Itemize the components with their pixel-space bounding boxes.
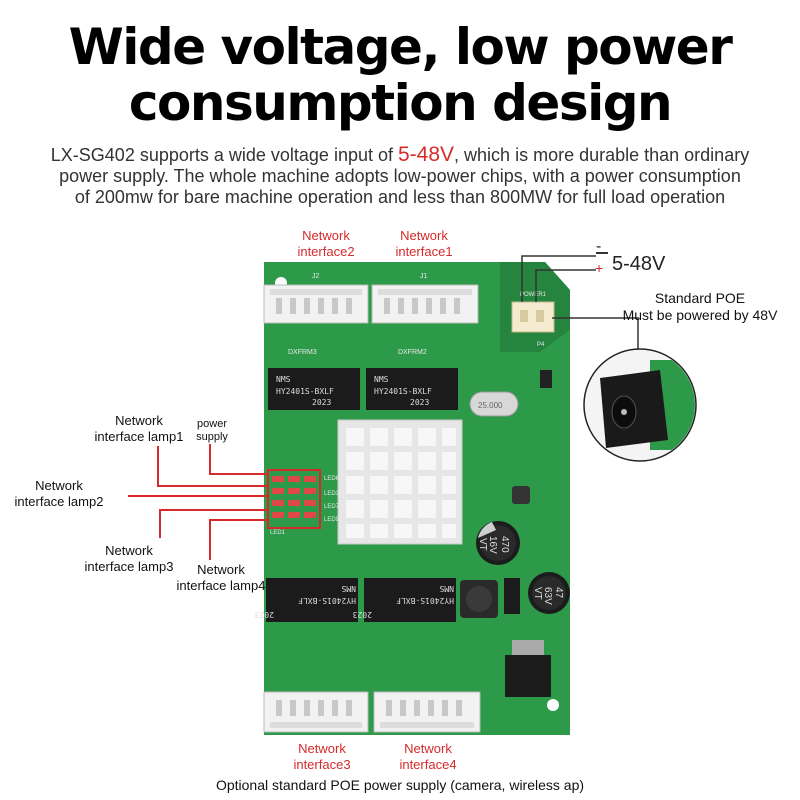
- chip-bottom-left: 2023 HY2401S-BXLF NMS: [255, 578, 358, 622]
- svg-text:470: 470: [499, 536, 510, 553]
- svg-text:DXFRM2: DXFRM2: [398, 349, 427, 356]
- svg-text:LED6: LED6: [324, 476, 340, 482]
- voltage-regulator: [505, 640, 551, 697]
- label-network-interface4: Network interface4: [399, 741, 457, 772]
- label-network-interface3: Network interface3: [293, 741, 351, 772]
- connector-bottom-right: [373, 691, 481, 733]
- svg-text:2023: 2023: [255, 610, 274, 619]
- led-cluster: [267, 469, 321, 529]
- label-lamp4: Network interface lamp4: [176, 562, 266, 593]
- svg-text:NMS: NMS: [439, 584, 454, 593]
- svg-text:16V: 16V: [487, 536, 498, 554]
- inductor: [460, 580, 498, 618]
- svg-text:HY2401S-BXLF: HY2401S-BXLF: [396, 596, 454, 605]
- description-line1-suffix: , which is more durable than ordinary: [454, 145, 750, 165]
- small-component: [512, 486, 530, 504]
- description-line3: of 200mw for bare machine operation and …: [74, 187, 726, 207]
- diode: [504, 578, 520, 614]
- svg-text:VT: VT: [477, 538, 488, 551]
- voltage-minus: -: [596, 238, 602, 255]
- small-component: [540, 370, 552, 388]
- voltage-plus: +: [595, 260, 604, 276]
- crystal-oscillator: 25.000: [469, 391, 519, 417]
- label-power-supply: power supply: [196, 418, 228, 443]
- svg-text:NMS: NMS: [341, 584, 356, 593]
- svg-text:LED7: LED7: [324, 504, 340, 510]
- voltage-highlight: 5-48V: [398, 143, 455, 166]
- svg-text:LED9: LED9: [324, 517, 340, 523]
- svg-text:LED3: LED3: [324, 491, 340, 497]
- svg-text:LED1: LED1: [270, 530, 286, 536]
- description-line2: power supply. The whole machine adopts l…: [59, 166, 741, 186]
- description: LX-SG402 supports a wide voltage input o…: [20, 144, 780, 208]
- svg-text:HY2401S-BXLF: HY2401S-BXLF: [374, 387, 432, 396]
- headline-line1: Wide voltage, low power: [68, 18, 733, 76]
- chip-bottom-right: 2023 HY2401S-BXLF NMS: [353, 578, 456, 622]
- label-lamp1: Network interface lamp1: [94, 413, 184, 444]
- voltage-callout-lines: [521, 255, 596, 302]
- lamp-pointer-lines: [128, 444, 268, 560]
- footer-caption: Optional standard POE power supply (came…: [215, 777, 585, 793]
- svg-text:2023: 2023: [410, 398, 429, 407]
- svg-text:2023: 2023: [312, 398, 331, 407]
- svg-text:2023: 2023: [353, 610, 372, 619]
- svg-text:HY2401S-BXLF: HY2401S-BXLF: [276, 387, 334, 396]
- description-line1-prefix: LX-SG402 supports a wide voltage input o…: [50, 145, 398, 165]
- svg-text:P4: P4: [537, 342, 545, 348]
- connector-bottom-left: [263, 691, 369, 733]
- svg-text:VT: VT: [532, 587, 543, 600]
- silk-j2: J2: [312, 273, 320, 280]
- connector-j1: [371, 284, 479, 324]
- chip-top-right: NMS HY2401S-BXLF 2023: [366, 368, 458, 410]
- svg-text:25.000: 25.000: [478, 401, 503, 410]
- headline-line2: consumption design: [128, 74, 673, 132]
- svg-text:NMS: NMS: [374, 375, 389, 384]
- capacitor-47uf: 47 63V VT: [528, 572, 570, 614]
- svg-text:DXFRM3: DXFRM3: [288, 349, 317, 356]
- svg-text:63V: 63V: [542, 587, 553, 605]
- svg-text:POWER1: POWER1: [520, 292, 547, 298]
- poe-callout-line: [552, 317, 639, 350]
- mount-hole: [547, 699, 559, 711]
- voltage-value: 5-48V: [612, 253, 666, 275]
- label-network-interface2: Network interface2: [297, 228, 355, 259]
- capacitor-470uf: 470 16V VT: [476, 521, 520, 565]
- chip-top-left: NMS HY2401S-BXLF 2023: [268, 368, 360, 410]
- silk-j1: J1: [420, 273, 428, 280]
- power-connector: [511, 301, 555, 333]
- label-lamp3: Network interface lamp3: [84, 543, 174, 574]
- heatsink: [337, 419, 463, 545]
- svg-text:HY2401S-BXLF: HY2401S-BXLF: [298, 596, 356, 605]
- label-network-interface1: Network interface1: [395, 228, 453, 259]
- description-line1: LX-SG402 supports a wide voltage input o…: [20, 144, 780, 166]
- label-lamp2: Network interface lamp2: [14, 478, 104, 509]
- svg-text:47: 47: [553, 587, 564, 599]
- poe-jack-image: [583, 348, 697, 462]
- label-poe: Standard POE Must be powered by 48V: [622, 290, 778, 323]
- connector-j2: [263, 284, 369, 324]
- svg-text:NMS: NMS: [276, 375, 291, 384]
